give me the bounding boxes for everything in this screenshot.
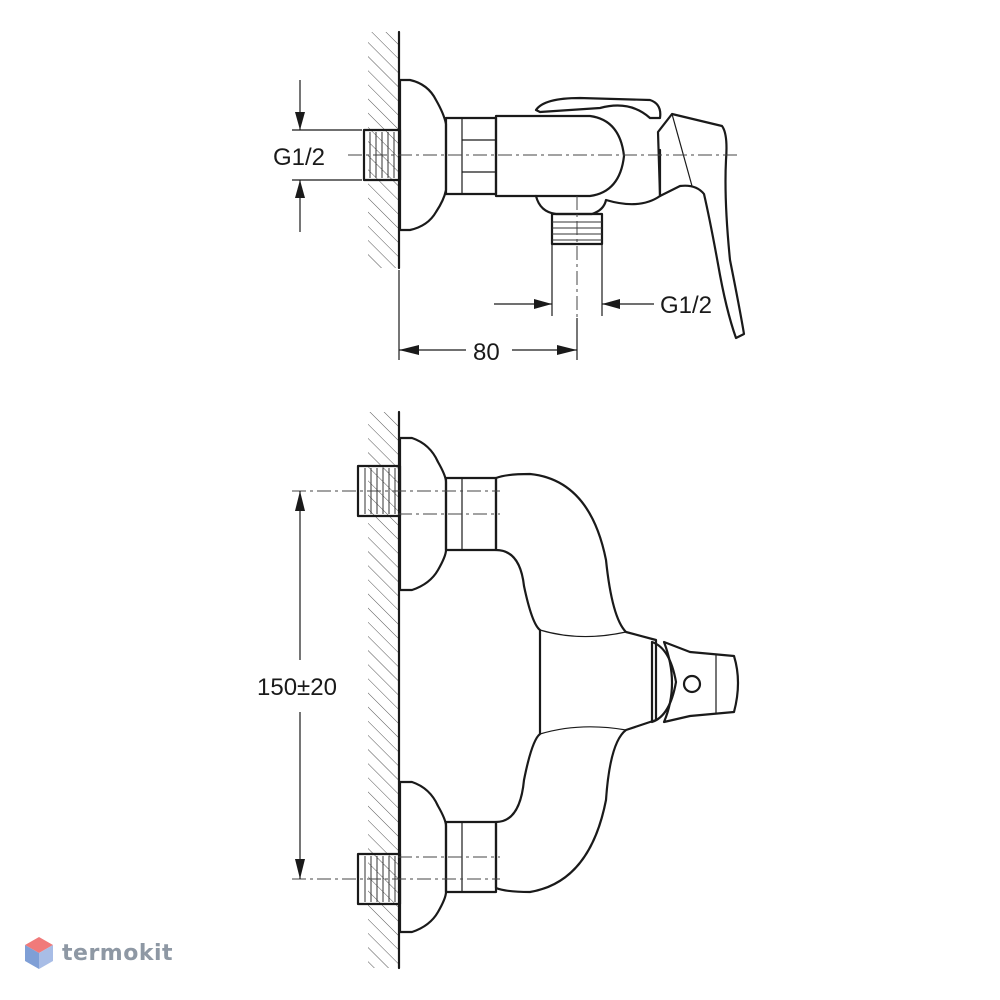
watermark: termokit bbox=[24, 936, 173, 970]
side-view-connector-nut bbox=[444, 116, 498, 196]
logo-right-face bbox=[39, 945, 53, 969]
front-view-lever-handle bbox=[662, 640, 740, 724]
front-view-mixer-body bbox=[494, 472, 658, 894]
front-view-body-inner-contour bbox=[539, 629, 627, 735]
front-view-spacing-label: 150±20 bbox=[257, 674, 337, 701]
logo-left-face bbox=[25, 945, 39, 969]
side-view-cartridge-cap bbox=[534, 96, 662, 120]
watermark-brand: termokit bbox=[62, 940, 174, 966]
side-view-lower-body bbox=[534, 148, 662, 216]
side-view-outlet-thread-dimension: G1/2 bbox=[494, 244, 712, 319]
front-view: 150±20 bbox=[257, 410, 740, 970]
side-view-inlet-thread-label: G1/2 bbox=[273, 144, 325, 171]
side-view-wall bbox=[368, 30, 401, 270]
side-view-mixer-body bbox=[494, 114, 626, 198]
side-view: G1/2 G1/2 80 bbox=[273, 30, 746, 366]
front-view-spacing-dimension: 150±20 bbox=[257, 491, 337, 879]
front-view-handle-screw bbox=[682, 674, 702, 694]
side-view-lever-handle bbox=[656, 112, 746, 340]
side-view-outlet-thread-label: G1/2 bbox=[660, 292, 712, 319]
side-view-depth-dimension: 80 bbox=[398, 270, 578, 366]
side-view-depth-label: 80 bbox=[473, 339, 500, 366]
front-view-cartridge bbox=[650, 640, 678, 724]
side-view-inlet-thread-dimension: G1/2 bbox=[273, 80, 362, 232]
termokit-logo-icon bbox=[25, 937, 53, 969]
